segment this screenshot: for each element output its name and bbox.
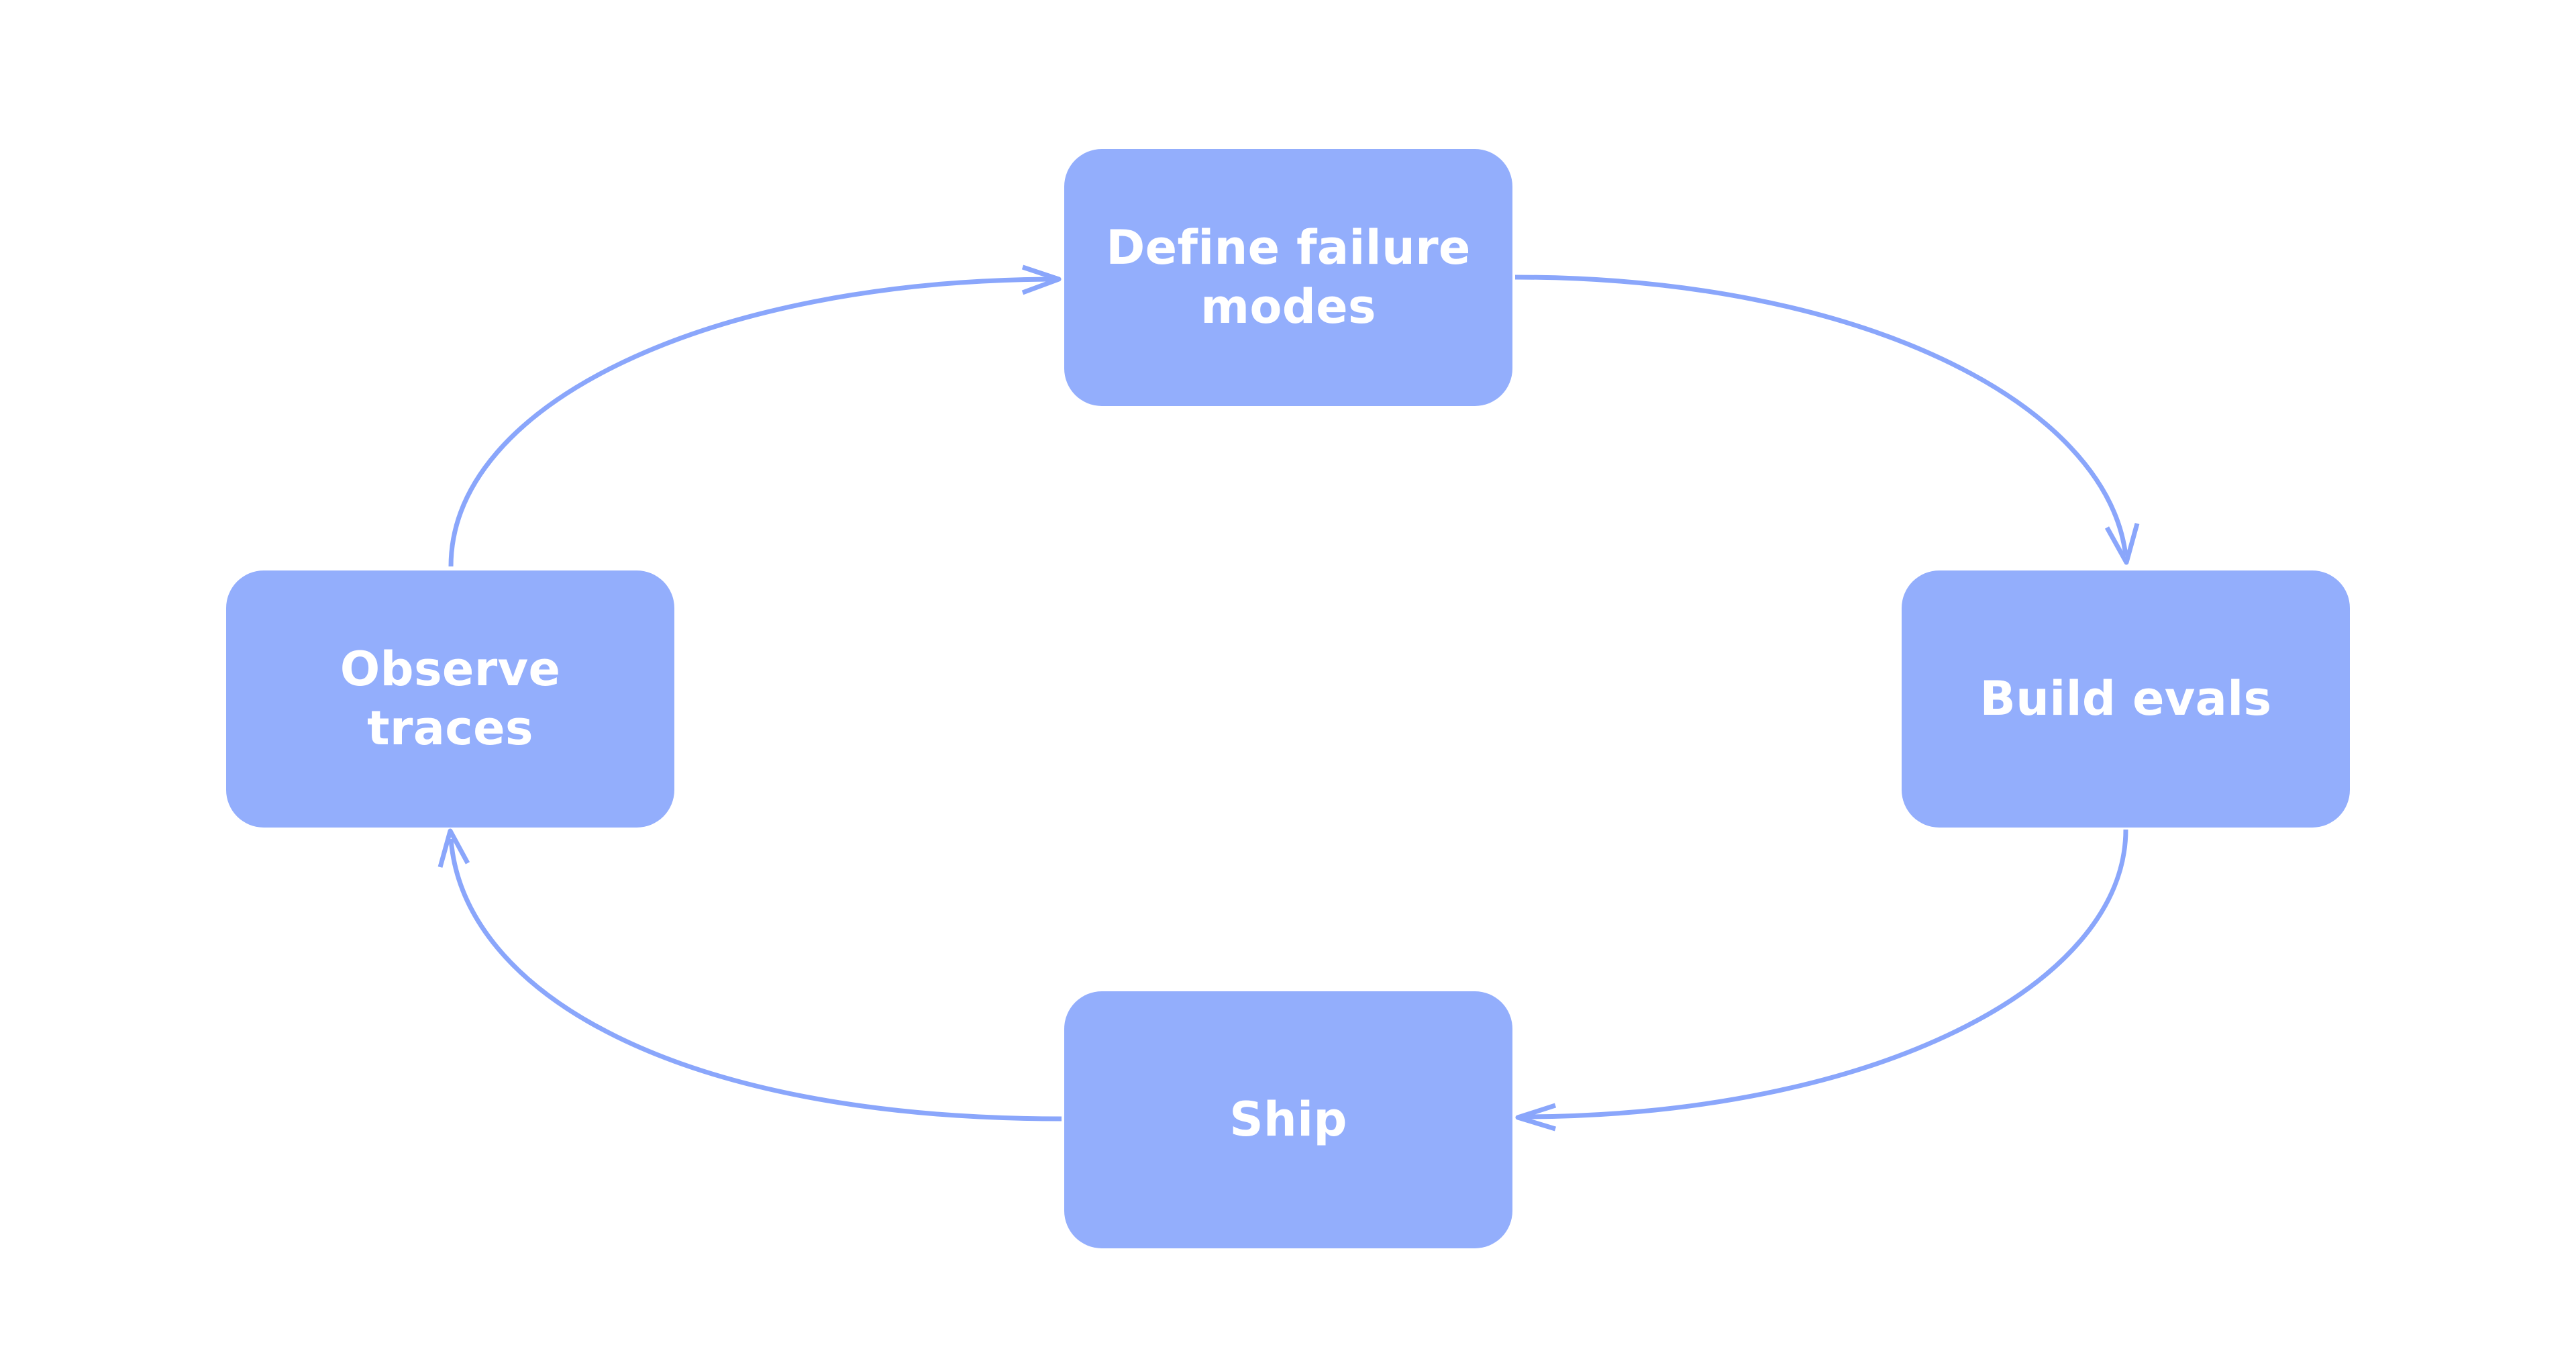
arrowhead-observe-to-define: [1021, 264, 1062, 295]
arrowhead-define-to-build: [2104, 523, 2140, 565]
node-label-observe-traces: Observe traces: [340, 642, 561, 756]
arrow-ship-to-observe: [448, 838, 1062, 1121]
node-define-failure-modes: Define failure modes: [1064, 149, 1512, 406]
node-label-define-failure-modes: Define failure modes: [1106, 220, 1471, 334]
node-label-build-evals: Build evals: [1979, 670, 2272, 726]
node-build-evals: Build evals: [1902, 570, 2350, 828]
arrow-define-to-build: [1514, 275, 2128, 556]
arrowhead-ship-to-observe: [437, 828, 470, 868]
node-ship: Ship: [1064, 991, 1512, 1248]
node-observe-traces: Observe traces: [226, 570, 674, 828]
arrow-observe-to-define: [448, 277, 1053, 567]
arrow-build-to-ship: [1524, 829, 2128, 1119]
arrowhead-build-to-ship: [1515, 1103, 1557, 1132]
node-label-ship: Ship: [1229, 1091, 1347, 1147]
